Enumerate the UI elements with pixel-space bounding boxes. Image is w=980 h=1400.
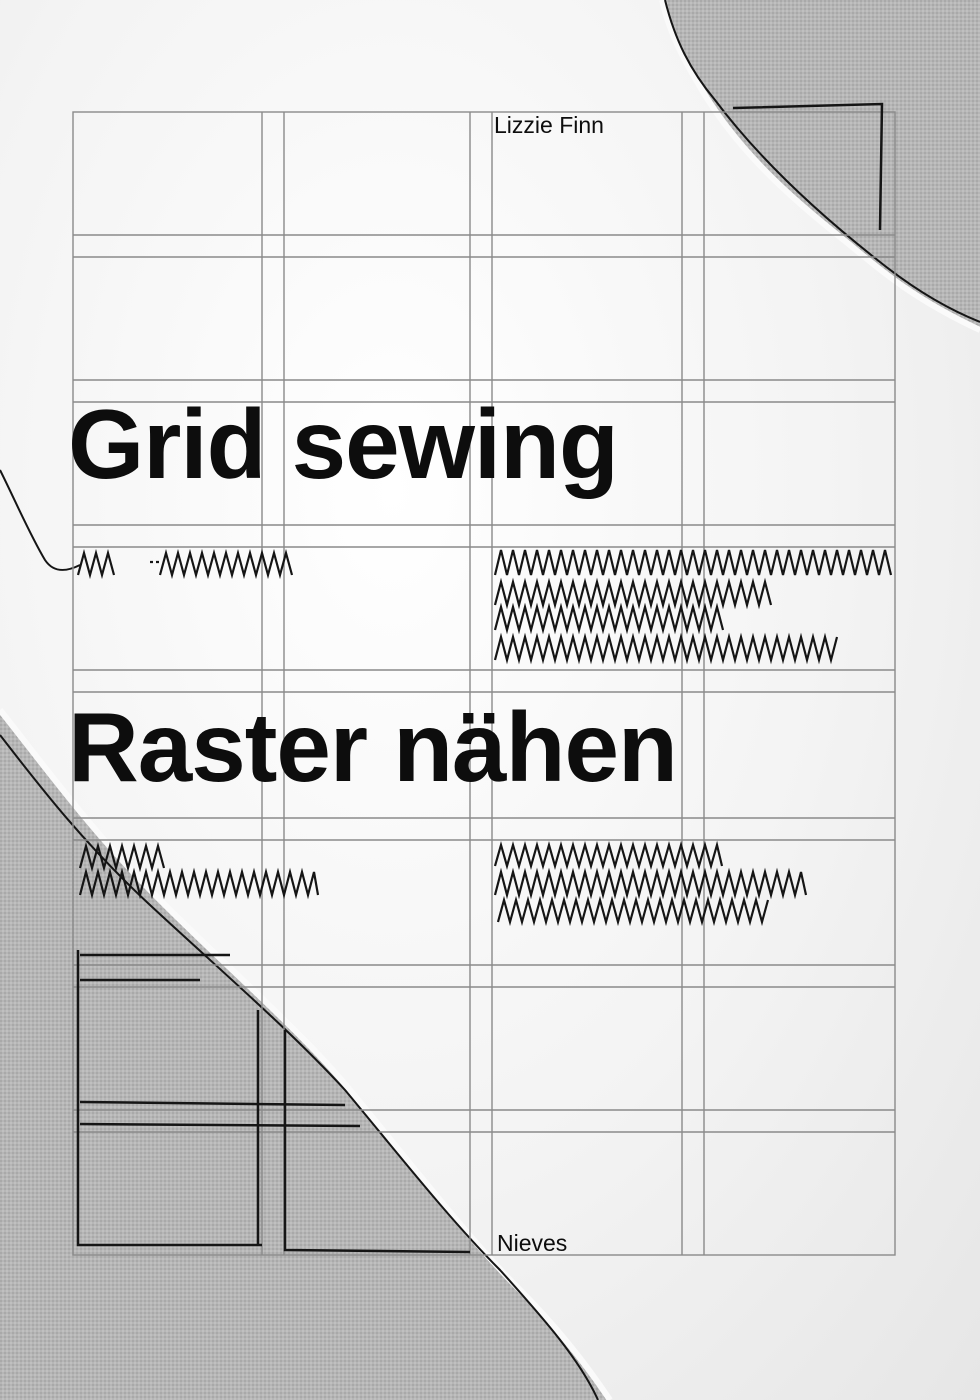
title-english: Grid sewing [68,389,619,499]
stitch-bracket-top-right [732,102,884,231]
author-name: Lizzie Finn [494,112,604,138]
stitch-rectangles [76,950,471,1254]
fabric-patch-bottom-left [0,710,610,1400]
title-german: Raster nähen [68,692,678,802]
layout-grid [72,111,896,1256]
zigzag-stitches [76,548,893,927]
publisher-name: Nieves [497,1230,568,1256]
fabric-patch-top-right [662,0,980,330]
left-stitch-curve [0,469,81,571]
